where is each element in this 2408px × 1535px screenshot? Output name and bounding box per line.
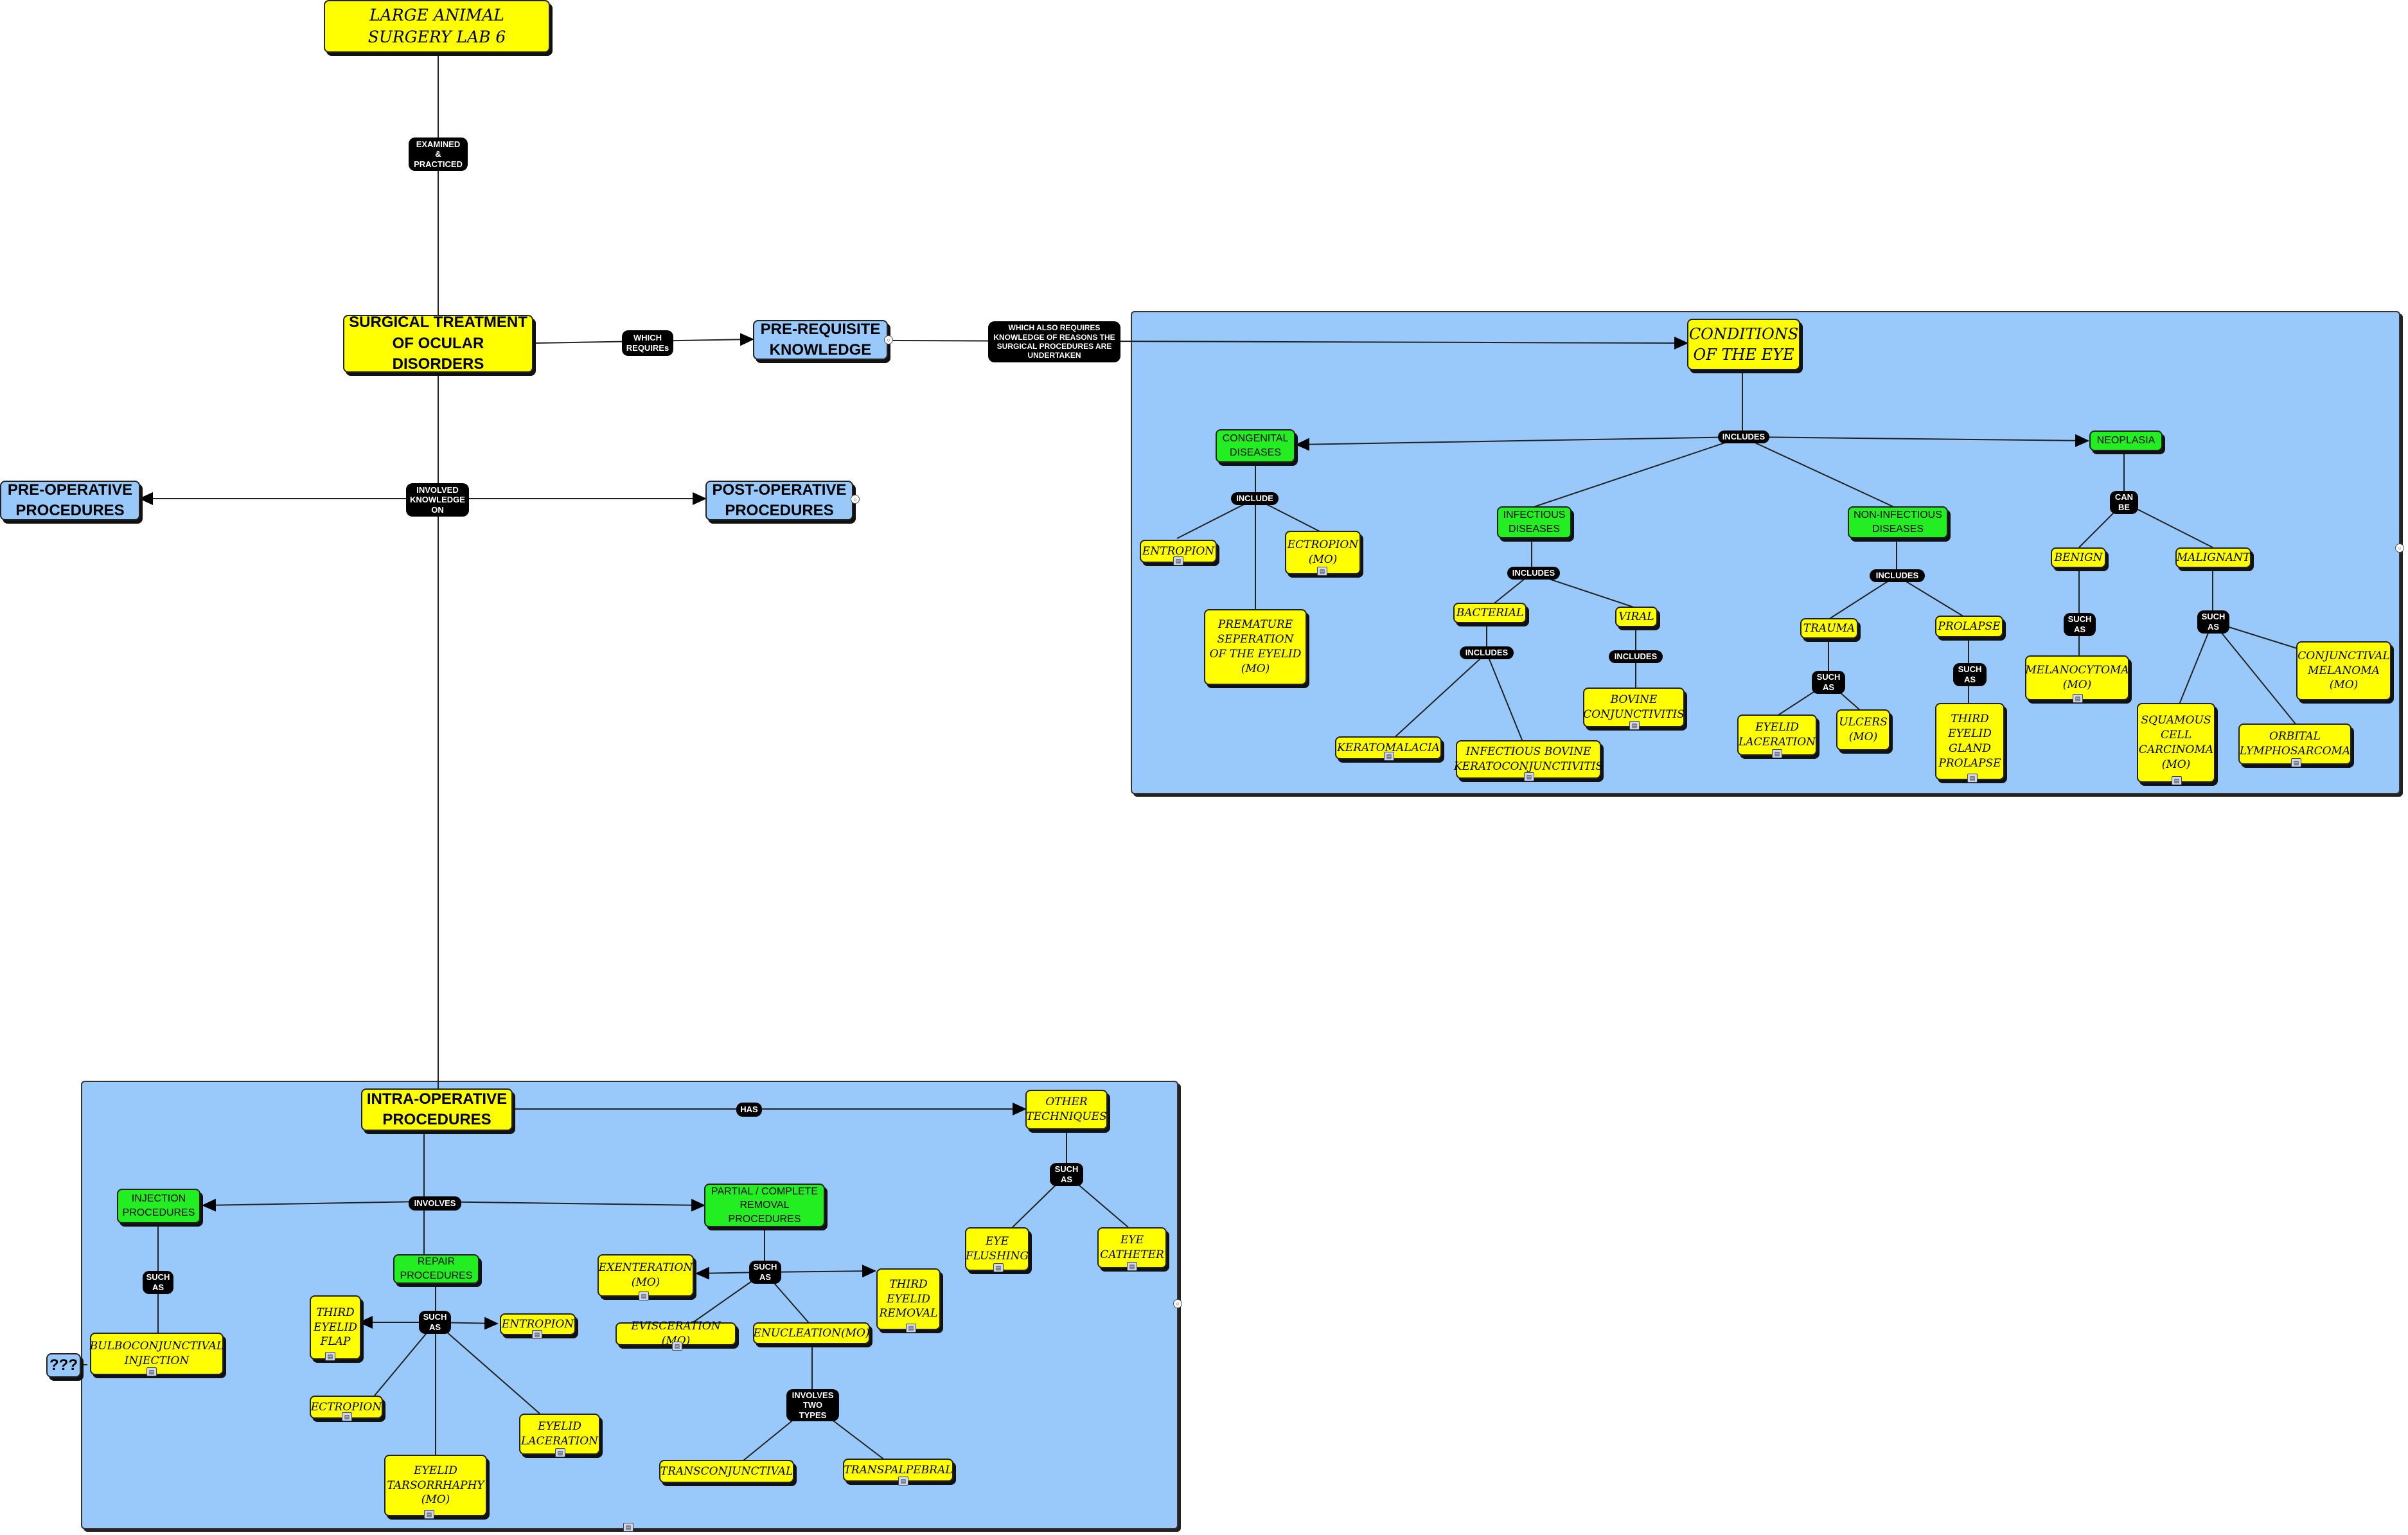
third-eyelid-flap-node[interactable]: THIRD EYELID FLAP — [310, 1295, 361, 1360]
conjunctival-melanoma-node[interactable]: CONJUNCTIVAL MELANOMA (MO) — [2296, 641, 2391, 700]
unknown-node[interactable]: ??? — [46, 1353, 81, 1378]
other-techniques-node[interactable]: OTHER TECHNIQUES — [1025, 1090, 1108, 1130]
repair-procedures-node[interactable]: REPAIR PROCEDURES — [393, 1254, 479, 1284]
viral-node[interactable]: VIRAL — [1615, 607, 1658, 627]
link-label-such-as-injection: SUCH AS — [143, 1271, 173, 1294]
link-label-involves-two-types: INVOLVES TWO TYPES — [786, 1389, 839, 1421]
melanocytoma-node[interactable]: MELANOCYTOMA (MO) — [2025, 655, 2129, 700]
resource-icon[interactable]: ▤ — [325, 1352, 335, 1361]
link-label-such-as-removal: SUCH AS — [749, 1261, 781, 1284]
resource-icon[interactable]: ▤ — [906, 1324, 916, 1333]
conditions-node[interactable]: CONDITIONS OF THE EYE — [1687, 319, 1800, 370]
eyelid-laceration-condition-node[interactable]: EYELID LACERATION — [1737, 714, 1817, 756]
exenteration-node[interactable]: EXENTERATION (MO) — [598, 1254, 694, 1297]
orbital-lymphosarcoma-node[interactable]: ORBITAL LYMPHOSARCOMA — [2238, 723, 2351, 765]
injection-procedures-node[interactable]: INJECTION PROCEDURES — [117, 1189, 200, 1223]
link-label-such-as-prolapse: SUCH AS — [1953, 663, 1987, 686]
resource-icon[interactable]: ▤ — [672, 1342, 682, 1351]
bulboconjunctival-injection-node[interactable]: BULBOCONJUNCTIVAL INJECTION — [90, 1333, 224, 1375]
resource-icon[interactable]: ▤ — [1629, 721, 1640, 730]
resource-icon[interactable]: ▤ — [555, 1448, 565, 1457]
resource-icon[interactable]: ▤ — [993, 1263, 1004, 1272]
third-eyelid-gland-prolapse-node[interactable]: THIRD EYELID GLAND PROLAPSE — [1935, 703, 2005, 780]
resource-icon[interactable]: ▤ — [1384, 752, 1394, 761]
link-label-includes-viral: INCLUDES — [1609, 650, 1663, 663]
infectious-node[interactable]: INFECTIOUS DISEASES — [1497, 506, 1571, 538]
resource-icon[interactable]: ▤ — [623, 1523, 633, 1532]
bovine-conjunctivitis-node[interactable]: BOVINE CONJUNCTIVITIS — [1583, 688, 1685, 727]
link-label-has: HAS — [736, 1103, 762, 1117]
resource-icon[interactable]: ▤ — [639, 1291, 649, 1300]
link-label-such-as-benign: SUCH AS — [2064, 613, 2096, 636]
expand-icon[interactable]: ○ — [2395, 544, 2404, 553]
post-operative-node[interactable]: POST-OPERATIVE PROCEDURES — [705, 481, 853, 520]
pre-operative-node[interactable]: PRE-OPERATIVE PROCEDURES — [0, 481, 140, 520]
eye-catheter-node[interactable]: EYE CATHETER — [1097, 1227, 1167, 1268]
neoplasia-node[interactable]: NEOPLASIA — [2089, 430, 2163, 451]
resource-icon[interactable]: ▤ — [898, 1477, 908, 1486]
partial-complete-removal-node[interactable]: PARTIAL / COMPLETE REMOVAL PROCEDURES — [704, 1184, 825, 1227]
resource-icon[interactable]: ▤ — [342, 1412, 352, 1421]
transconjunctival-node[interactable]: TRANSCONJUNCTIVAL — [659, 1460, 794, 1483]
resource-icon[interactable]: ▤ — [1173, 556, 1183, 565]
eyelid-tarsorrhaphy-node[interactable]: EYELID TARSORRHAPHY (MO) — [384, 1455, 487, 1516]
resource-icon[interactable]: ▤ — [2073, 694, 2083, 703]
surgical-treatment-node[interactable]: SURGICAL TREATMENT OF OCULAR DISORDERS — [343, 314, 533, 373]
link-label-can-be: CAN BE — [2110, 491, 2138, 514]
congenital-node[interactable]: CONGENITAL DISEASES — [1216, 429, 1295, 463]
link-label-includes-bacterial: INCLUDES — [1460, 646, 1514, 659]
bacterial-node[interactable]: BACTERIAL — [1453, 603, 1527, 623]
enucleation-node[interactable]: ENUCLEATION(MO) — [753, 1322, 870, 1344]
benign-node[interactable]: BENIGN — [2051, 547, 2106, 568]
link-label-include-congenital: INCLUDE — [1231, 492, 1279, 505]
ulcers-node[interactable]: ULCERS (MO) — [1836, 709, 1890, 750]
link-label-includes-non-infectious: INCLUDES — [1870, 569, 1925, 582]
eyelid-laceration-repair-node[interactable]: EYELID LACERATION — [519, 1414, 600, 1455]
link-label-such-as-repair: SUCH AS — [419, 1311, 451, 1334]
link-label-which-requires: WHICH REQUIREs — [622, 330, 673, 356]
link-label-such-as-trauma: SUCH AS — [1812, 671, 1845, 694]
resource-icon[interactable]: ▤ — [146, 1367, 157, 1376]
resource-icon[interactable]: ▤ — [1317, 567, 1327, 576]
resource-icon[interactable]: ▤ — [1127, 1262, 1137, 1271]
squamous-cell-carcinoma-node[interactable]: SQUAMOUS CELL CARCINOMA (MO) — [2137, 703, 2215, 783]
link-label-includes-infectious: INCLUDES — [1507, 567, 1560, 580]
link-label-involves: INVOLVES — [409, 1196, 461, 1211]
resource-icon[interactable]: ▤ — [1524, 772, 1534, 781]
expand-icon[interactable]: ○ — [851, 495, 860, 504]
link-label-such-as-other: SUCH AS — [1050, 1163, 1083, 1186]
resource-icon[interactable]: ▤ — [424, 1510, 434, 1519]
intra-operative-panel — [81, 1081, 1178, 1529]
malignant-node[interactable]: MALIGNANT — [2175, 547, 2251, 568]
prolapse-node[interactable]: PROLAPSE — [1935, 616, 2003, 637]
lab-title-node[interactable]: LARGE ANIMAL SURGERY LAB 6 — [324, 0, 550, 53]
link-label-such-as-malignant: SUCH AS — [2197, 610, 2229, 634]
pre-requisite-node[interactable]: PRE-REQUISITE KNOWLEDGE — [753, 320, 888, 360]
link-label-involved-knowledge: INVOLVED KNOWLEDGE ON — [406, 483, 469, 517]
link-label-examined: EXAMINED & PRACTICED — [409, 138, 468, 171]
intra-operative-node[interactable]: INTRA-OPERATIVE PROCEDURES — [361, 1088, 513, 1131]
link-label-also-requires: WHICH ALSO REQUIRES KNOWLEDGE OF REASONS… — [988, 321, 1120, 362]
resource-icon[interactable]: ▤ — [1967, 774, 1978, 783]
third-eyelid-removal-node[interactable]: THIRD EYELID REMOVAL — [876, 1268, 941, 1330]
trauma-node[interactable]: TRAUMA — [1800, 618, 1858, 639]
resource-icon[interactable]: ▤ — [2291, 758, 2301, 767]
expand-icon[interactable]: ○ — [884, 335, 893, 344]
resource-icon[interactable]: ▤ — [532, 1330, 542, 1339]
non-infectious-node[interactable]: NON-INFECTIOUS DISEASES — [1848, 506, 1948, 538]
expand-icon[interactable]: ○ — [1173, 1299, 1182, 1308]
resource-icon[interactable]: ▤ — [1772, 749, 1782, 758]
premature-separation-node[interactable]: PREMATURE SEPERATION OF THE EYELID (MO) — [1204, 609, 1307, 685]
resource-icon[interactable]: ▤ — [2172, 776, 2182, 785]
link-label-includes: INCLUDES — [1718, 430, 1769, 443]
eye-flushing-node[interactable]: EYE FLUSHING — [965, 1227, 1029, 1271]
